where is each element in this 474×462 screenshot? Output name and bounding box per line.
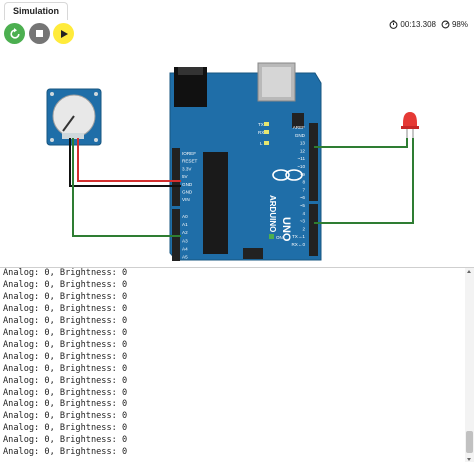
pin-label: A5 [182, 255, 188, 260]
pin-label: ~6 [300, 195, 306, 200]
l-led [264, 141, 269, 145]
scroll-up-arrow[interactable] [467, 270, 471, 273]
tab-simulation[interactable]: Simulation [4, 2, 69, 20]
restart-icon [9, 27, 20, 39]
play-icon [61, 29, 68, 38]
tab-bar: Simulation [0, 0, 474, 20]
on-led [269, 234, 274, 239]
sim-timer: 00:13.308 [400, 20, 436, 29]
pin-label: ~3 [300, 219, 306, 224]
restart-button[interactable] [4, 23, 25, 44]
rx-label: RX [258, 130, 264, 135]
rx-led [264, 130, 269, 134]
digital-pin-labels: AREF GND 13 12 ~11 ~10 ~9 8 7 ~6 ~5 4 ~3 2TX→1RX←0 [291, 125, 305, 247]
tx-led [264, 122, 269, 126]
icsp-header [243, 248, 263, 259]
l-label: L [260, 141, 263, 146]
wire-a0-green[interactable] [72, 138, 181, 237]
serial-line: Analog: 0, Brightness: 0 [3, 351, 128, 362]
stopwatch-icon [389, 20, 398, 29]
scroll-thumb[interactable] [466, 431, 473, 453]
pin-label: ~10 [297, 164, 305, 169]
sim-status: 00:13.308 98% [389, 20, 468, 29]
wire-led-pin-green[interactable] [314, 138, 414, 224]
sim-speed: 98% [451, 20, 468, 29]
serial-line: Analog: 0, Brightness: 0 [3, 447, 128, 458]
pin-label: 13 [300, 141, 306, 146]
red-led[interactable] [401, 112, 419, 138]
wire-5v-red[interactable] [77, 138, 181, 182]
pin-label: RX←0 [291, 242, 305, 247]
serial-line: Analog: 0, Brightness: 0 [3, 435, 128, 446]
tx-label: TX [258, 122, 264, 127]
serial-scrollbar[interactable] [465, 268, 474, 462]
circuit-diagram: ARDUINO UNO TX RX L ON IOREF RESET 3.3V 5V G… [46, 62, 419, 261]
serial-line: Analog: 0, Brightness: 0 [3, 339, 128, 350]
pin-label: RESET [182, 159, 198, 164]
arduino-logo [272, 169, 303, 181]
pin-label: AREF [293, 125, 305, 130]
pin-label: A3 [182, 238, 188, 243]
serial-line: Analog: 0, Brightness: 0 [3, 375, 128, 386]
board-brand: ARDUINO [268, 195, 277, 232]
atmega-chip [203, 152, 228, 254]
potentiometer[interactable] [46, 88, 102, 146]
arduino-uno-board[interactable]: ARDUINO UNO TX RX L ON IOREF RESET 3.3V 5V G… [169, 62, 322, 261]
serial-line: Analog: 0, Brightness: 0 [3, 303, 128, 314]
pin-label: A1 [182, 222, 188, 227]
serial-line: Analog: 0, Brightness: 0 [3, 315, 128, 326]
serial-line: Analog: 0, Brightness: 0 [3, 399, 128, 410]
serial-line: Analog: 0, Brightness: 0 [3, 423, 128, 434]
pin-label: 12 [300, 148, 306, 153]
pin-label: 3.3V [182, 166, 192, 171]
serial-line: Analog: 0, Brightness: 0 [3, 327, 128, 338]
pin-label: IOREF [182, 151, 196, 156]
pin-label: A2 [182, 230, 188, 235]
pin-label: 4 [302, 211, 305, 216]
pin-label: A4 [182, 246, 188, 251]
stop-icon [36, 30, 43, 37]
serial-line: Analog: 0, Brightness: 0 [3, 387, 128, 398]
speed-gauge-icon [441, 20, 450, 29]
board-model: UNO [280, 217, 292, 242]
on-label: ON [276, 235, 283, 240]
stop-button[interactable] [29, 23, 50, 44]
pin-label: ~11 [298, 156, 306, 161]
serial-line: Analog: 0, Brightness: 0 [3, 363, 128, 374]
digital-header-bottom [309, 204, 318, 256]
pin-label: GND [182, 190, 193, 195]
serial-line: Analog: 0, Brightness: 0 [3, 291, 128, 302]
pin-label: ~9 [300, 172, 306, 177]
serial-line: Analog: 0, Brightness: 0 [3, 279, 128, 290]
wire-gnd-black[interactable] [69, 138, 181, 187]
scroll-down-arrow[interactable] [467, 458, 471, 461]
pin-label: VIN [182, 197, 190, 202]
wire-led-gnd-green[interactable] [314, 138, 408, 148]
simulation-canvas: 00:13.308 98% [0, 20, 474, 267]
pin-label: 5V [182, 174, 189, 179]
power-header [172, 148, 180, 206]
serial-line: Analog: 0, Brightness: 0 [3, 411, 128, 422]
pin-label: TX→1 [292, 234, 305, 239]
play-button[interactable] [53, 23, 74, 44]
pin-label: ~5 [300, 203, 306, 208]
pin-label: 8 [302, 180, 305, 185]
pin-label: 7 [302, 187, 305, 192]
power-pin-labels: IOREF RESET 3.3V 5V GND GND VIN [182, 151, 198, 202]
pin-label: GND [182, 182, 193, 187]
serial-line: Analog: 0, Brightness: 0 [3, 268, 128, 278]
digital-header-top [309, 123, 318, 201]
pin-label: A0 [182, 214, 188, 219]
pin-label: 2 [302, 226, 305, 231]
pin-label: GND [295, 133, 306, 138]
